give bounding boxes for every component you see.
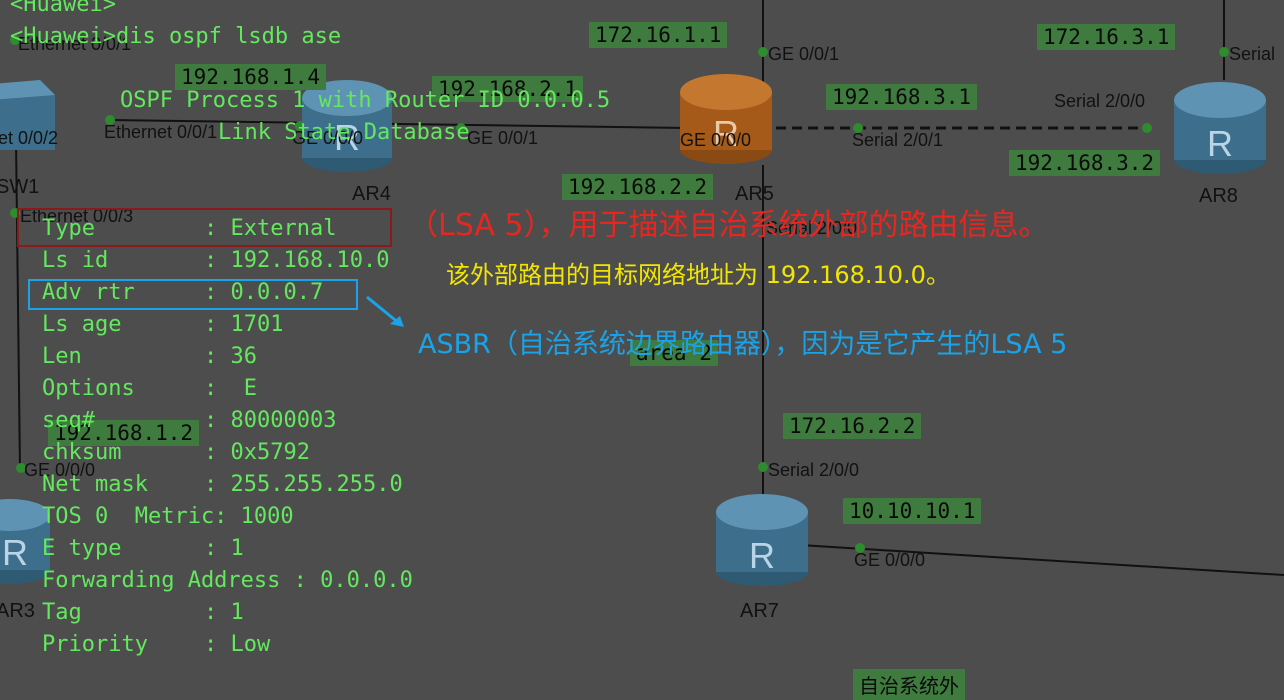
router-ar5-icon: R: [680, 74, 772, 164]
field-value: : E: [204, 376, 257, 401]
field-row-etype: E type : 1: [42, 536, 244, 561]
port-label: Serial 2/0/0: [766, 218, 858, 238]
port-label: GE 0/0/0: [680, 130, 752, 150]
link-ar7-out: [799, 544, 1284, 576]
port-label: GE 0/0/0: [24, 460, 96, 480]
field-value: 0.0.0.0: [320, 568, 413, 593]
field-value: : 1: [204, 536, 244, 561]
field-key: Forwarding Address: [42, 568, 281, 593]
ip-tag: 192.168.2.2: [562, 174, 714, 200]
field-key: Ls id: [42, 248, 109, 273]
router-ar7-icon: R: [716, 494, 808, 586]
prompt-line: <Huawei>: [10, 0, 116, 17]
field-key: Tag: [42, 600, 82, 625]
field-key: Priority: [42, 632, 148, 657]
field-key: Ls age: [42, 312, 122, 337]
field-key: Options: [42, 376, 135, 401]
field-value: : External: [204, 216, 337, 241]
router-ar8-icon: R: [1174, 82, 1266, 174]
port-label: et 0/0/2: [0, 128, 59, 148]
device-label: SW1: [0, 176, 40, 198]
field-row-chksum: chksum : 0x5792: [42, 440, 310, 465]
device-label: AR7: [740, 600, 779, 622]
db-line: Link State Database: [218, 120, 470, 145]
router-ar4-icon: R: [302, 80, 392, 172]
ip-tag: 172.16.2.2: [783, 413, 922, 439]
field-row-fwd: Forwarding Address : 0.0.0.0: [42, 568, 413, 593]
field-row-seq: seq# : 80000003: [42, 408, 336, 433]
field-row-priority: Priority : Low: [42, 632, 270, 657]
field-value: : 255.255.255.0: [204, 472, 403, 497]
field-value: : 36: [204, 344, 257, 369]
tos-line: TOS 0 Metric: 1000: [42, 504, 294, 529]
field-value: : Low: [204, 632, 271, 657]
field-key: chksum: [42, 440, 122, 465]
field-row-len: Len : 36: [42, 344, 257, 369]
svg-text:R: R: [1207, 123, 1233, 164]
destination-annotation: 该外部路由的目标网络地址为 192.168.10.0。: [446, 261, 950, 289]
svg-text:R: R: [2, 532, 28, 573]
field-value: : 1701: [204, 312, 284, 337]
field-value: : 1: [204, 600, 244, 625]
ip-tag: 10.10.10.1: [843, 498, 982, 524]
port-label: Serial: [1229, 44, 1276, 64]
switch-sw1-icon: [0, 80, 55, 150]
advrtr-highlight-box: [28, 279, 358, 310]
process-line: OSPF Process 1 with Router ID 0.0.0.5: [120, 88, 611, 113]
svg-text:R: R: [334, 117, 360, 158]
field-value: : 0x5792: [204, 440, 310, 465]
field-key: Adv rtr: [42, 280, 135, 305]
device-label: AR8: [1199, 185, 1238, 207]
svg-text:R: R: [713, 113, 739, 154]
field-row-lsid: Ls id : 192.168.10.0: [42, 248, 389, 273]
ip-tag: 192.168.1.4: [175, 64, 327, 90]
field-value: : 192.168.10.0: [204, 248, 390, 273]
port-label: Serial 2/0/1: [852, 130, 944, 150]
lsa5-annotation: （LSA 5），用于描述自治系统外部的路由信息。: [408, 208, 1049, 243]
ip-tag: 192.168.1.2: [48, 420, 200, 446]
type-highlight-box: [17, 208, 392, 247]
arrow-icon: [366, 295, 404, 327]
link-ar4-ar5: [109, 119, 687, 129]
field-row-options: Options : E: [42, 376, 257, 401]
field-key: Type: [42, 216, 95, 241]
field-row-tag: Tag : 1: [42, 600, 244, 625]
area-label: area 2: [630, 340, 718, 366]
port-label: Serial 2/0/0: [1054, 91, 1146, 111]
port-label: Ethernet 0/0/1: [18, 34, 132, 54]
ip-tag: 192.168.3.1: [826, 84, 978, 110]
device-label: AR4: [352, 183, 391, 205]
field-key: Net mask: [42, 472, 148, 497]
field-row-advrtr: Adv rtr : 0.0.0.7: [42, 280, 323, 305]
field-key: Len: [42, 344, 82, 369]
device-label: AR5: [735, 183, 774, 205]
field-row-lsage: Ls age : 1701: [42, 312, 283, 337]
asbr-annotation: ASBR（自治系统边界路由器），因为是它产生的LSA 5: [418, 329, 1068, 360]
port-label: GE 0/0/0: [292, 128, 364, 148]
footer-label: 自治系统外: [853, 669, 965, 700]
ip-tag: 192.168.2.1: [432, 76, 584, 102]
field-row-type: Type : External: [42, 216, 336, 241]
port-label: GE 0/0/1: [768, 44, 840, 64]
field-value: : 0.0.0.7: [204, 280, 324, 305]
field-row-netmask: Net mask : 255.255.255.0: [42, 472, 403, 497]
svg-text:R: R: [749, 535, 775, 576]
port-label: Serial 2/0/0: [768, 460, 860, 480]
ip-tag: 172.16.3.1: [1037, 24, 1176, 50]
port-label: Ethernet 0/0/3: [20, 206, 134, 226]
port-label: GE 0/0/1: [467, 128, 539, 148]
ip-tag: 172.16.1.1: [589, 22, 728, 48]
field-key: seq#: [42, 408, 95, 433]
link-sw1-ar3: [15, 139, 21, 471]
field-value: : 80000003: [204, 408, 337, 433]
port-label: Ethernet 0/0/1: [104, 122, 218, 142]
device-label: AR3: [0, 600, 35, 622]
field-key: E type: [42, 536, 122, 561]
command-line: <Huawei>dis ospf lsdb ase: [10, 24, 342, 49]
ip-tag: 192.168.3.2: [1009, 150, 1161, 176]
port-label: GE 0/0/0: [854, 550, 926, 570]
router-ar3-icon: R: [0, 499, 50, 584]
